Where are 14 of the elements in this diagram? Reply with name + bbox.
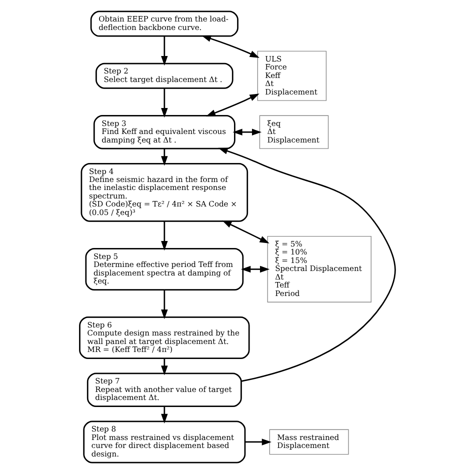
arrow (160, 290, 168, 320)
arrow (244, 438, 271, 446)
arrow (160, 88, 168, 118)
arrow (160, 221, 168, 251)
arrow (232, 128, 262, 136)
arrow (218, 148, 396, 382)
arrow (160, 358, 168, 376)
arrow (240, 266, 270, 273)
arrow (222, 220, 269, 244)
arrow (200, 35, 259, 58)
arrow (205, 94, 259, 116)
arrow (160, 36, 168, 66)
arrow (160, 148, 168, 166)
arrow (160, 406, 168, 424)
